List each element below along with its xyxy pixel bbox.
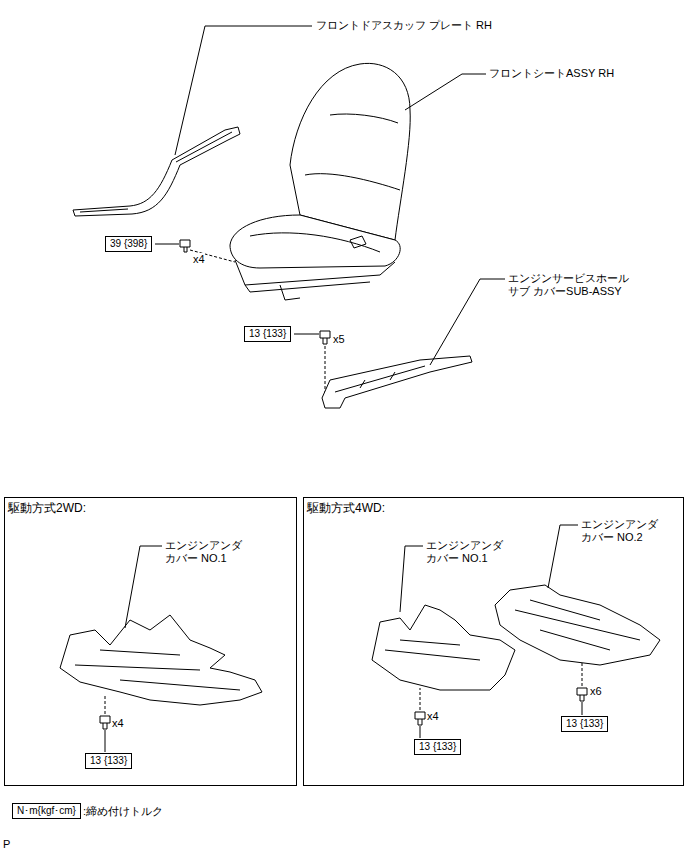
label-holder: x5 <box>333 333 345 346</box>
part-name: エンジンアンダ カバー NO.1 <box>426 539 503 564</box>
part-name: エンジンサービスホール サブ カバーSUB-ASSY <box>508 272 629 297</box>
part-name: フロントシートASSY RH <box>489 67 614 79</box>
part-name: フロントドアスカッフ プレート RH <box>316 19 492 31</box>
label-holder: エンジンアンダ カバー NO.2 <box>581 518 666 544</box>
part-name: P <box>3 838 10 850</box>
legend-text: :締め付けトルク <box>83 805 163 817</box>
torque-value: 13 {133} <box>566 718 603 729</box>
quantity-label: x4 <box>427 710 439 722</box>
quantity-label: x6 <box>590 685 602 697</box>
torque-box: 13 {133} <box>561 716 608 732</box>
torque-box: N･m{kgf･cm} <box>12 803 81 819</box>
part-name: エンジンアンダ カバー NO.2 <box>581 518 658 543</box>
torque-value: 13 {133} <box>419 741 456 752</box>
torque-box: 13 {133} <box>244 326 291 342</box>
label-holder: フロントシートASSY RH <box>489 67 614 80</box>
label-holder: x4 <box>193 253 205 266</box>
panel-heading: 駆動方式4WD: <box>307 501 385 516</box>
torque-box: 39 {398} <box>105 236 152 252</box>
label-holder: P <box>3 838 10 851</box>
label-holder: エンジンアンダ カバー NO.1 <box>165 539 250 565</box>
quantity-label: x4 <box>193 253 205 265</box>
label-holder: エンジンサービスホール サブ カバーSUB-ASSY <box>508 272 648 298</box>
quantity-label: x4 <box>112 717 124 729</box>
part-name: エンジンアンダ カバー NO.1 <box>165 539 242 564</box>
legend-row: :締め付けトルク <box>83 805 163 818</box>
panel-heading: 駆動方式2WD: <box>8 501 86 516</box>
label-holder: x6 <box>590 685 602 698</box>
variant-panel: 駆動方式2WD: 13 {133} <box>4 497 297 786</box>
label-holder: x4 <box>112 717 124 730</box>
label-holder: フロントドアスカッフ プレート RH <box>316 19 492 32</box>
torque-value: N･m{kgf･cm} <box>17 805 76 816</box>
torque-value: 13 {133} <box>90 755 127 766</box>
label-holder: x4 <box>427 710 439 723</box>
label-holder: エンジンアンダ カバー NO.1 <box>426 539 511 565</box>
torque-box: 13 {133} <box>85 753 132 769</box>
quantity-label: x5 <box>333 333 345 345</box>
torque-value: 39 {398} <box>110 238 147 249</box>
torque-box: 13 {133} <box>414 739 461 755</box>
torque-value: 13 {133} <box>249 328 286 339</box>
